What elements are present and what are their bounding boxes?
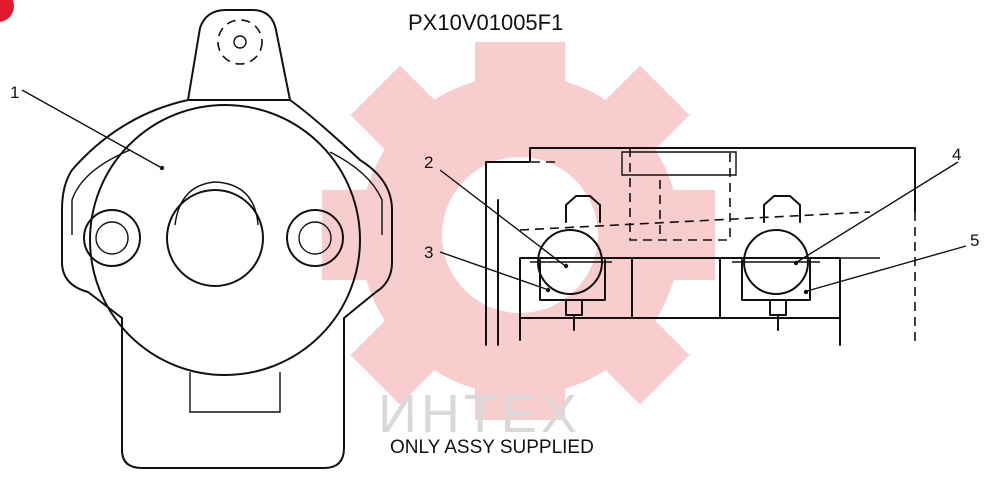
section-view-body bbox=[485, 147, 916, 346]
supply-note: ONLY ASSY SUPPLIED bbox=[390, 437, 594, 458]
callout-3: 3 bbox=[424, 243, 433, 262]
callout-2: 2 bbox=[424, 153, 433, 172]
front-view-body bbox=[61, 9, 393, 469]
callout-1: 1 bbox=[10, 83, 19, 102]
watermark-text: ИНТЕХ bbox=[378, 384, 581, 444]
part-number-title: PX10V01005F1 bbox=[408, 10, 563, 35]
corner-badge bbox=[0, 0, 14, 22]
callout-5: 5 bbox=[970, 231, 979, 250]
callout-4: 4 bbox=[952, 145, 961, 164]
callout-leaders bbox=[21, 89, 967, 292]
watermark-gear-icon bbox=[322, 42, 715, 420]
